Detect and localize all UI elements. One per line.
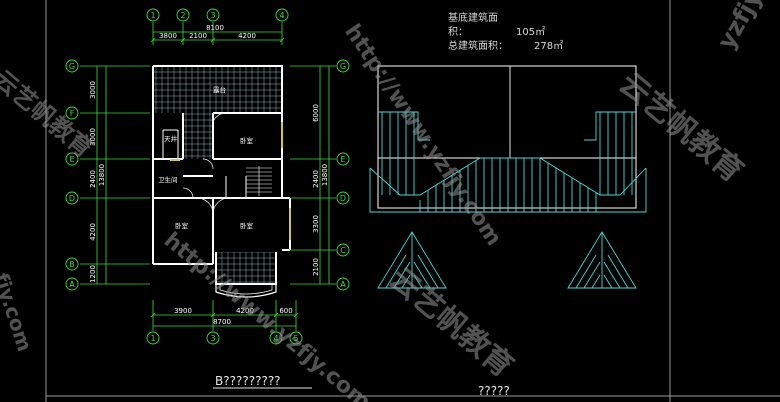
drawing-frame — [45, 0, 780, 402]
roof-ridge — [369, 157, 647, 196]
terrace-tiles-lower — [183, 113, 213, 159]
axis-bubble-left-E: E — [69, 155, 74, 164]
axis-bubble-right-G: G — [340, 62, 346, 71]
room-label-bedroom-sw: 卧室 — [175, 221, 189, 230]
axis-bubble-top-4: 4 — [279, 11, 284, 20]
stair — [246, 166, 272, 196]
room-label-terrace: 露台 — [213, 85, 226, 94]
axis-bubble-left-A: A — [69, 280, 75, 289]
axis-bubble-bottom-4: 4 — [273, 334, 278, 343]
door-swings — [182, 112, 230, 214]
plan-caption: B????????? — [215, 374, 281, 388]
top-dim-2: 2100 — [189, 32, 207, 40]
axis-bubble-right-D: D — [340, 194, 346, 203]
left-dim-4: 4200 — [89, 223, 97, 241]
area-info: 基底建筑面积： 105㎡ 总建筑面积： 278㎡ — [448, 12, 563, 54]
floor-plan: 8100 3800 2100 4200 1 2 3 4 — [65, 8, 350, 345]
right-dim-2: 2400 — [312, 170, 320, 188]
bottom-axis-bubbles — [146, 331, 303, 345]
left-dim-3: 2400 — [89, 170, 97, 188]
axis-bubble-left-F: F — [70, 109, 75, 118]
right-axis-bubbles — [336, 59, 350, 291]
roof-plan — [369, 65, 647, 289]
axis-bubble-right-C: C — [340, 246, 346, 255]
right-dim-1: 6000 — [312, 104, 320, 122]
left-dim-2: 3000 — [89, 128, 97, 146]
left-overall-dim: 13800 — [98, 164, 106, 186]
roof-hatch-right — [584, 111, 636, 195]
bottom-dim-3: 600 — [279, 307, 292, 315]
roof-lower-right — [567, 231, 637, 289]
partitions — [162, 129, 247, 198]
bay-window-inner — [219, 284, 273, 295]
bottom-dimensions — [150, 300, 299, 331]
balcony-tiles — [216, 252, 276, 284]
axis-bubble-top-2: 2 — [180, 11, 185, 20]
total-area-label: 总建筑面积： — [448, 41, 508, 52]
top-dimensions — [150, 22, 285, 45]
room-label-bath: 卫生间 — [158, 175, 178, 184]
room-label-patio: 天井 — [164, 134, 178, 143]
axis-bubble-bottom-3: 3 — [210, 334, 215, 343]
axis-bubble-right-E: E — [340, 155, 345, 164]
top-overall-dim: 8100 — [206, 24, 224, 32]
axis-bubble-top-1: 1 — [150, 11, 155, 20]
terrace-tiles — [153, 66, 282, 113]
left-dim-5: 1200 — [89, 265, 97, 283]
right-dim-4: 2100 — [312, 258, 320, 276]
axis-bubble-bottom-1: 1 — [150, 334, 155, 343]
roof-caption: ????? — [478, 384, 510, 398]
left-dim-1: 3000 — [89, 81, 97, 99]
axis-bubble-left-D: D — [69, 194, 75, 203]
axis-bubble-bottom-5: 5 — [293, 334, 298, 343]
axis-bubble-left-G: G — [69, 62, 75, 71]
bay-window — [215, 284, 277, 298]
top-dim-3: 4200 — [238, 32, 256, 40]
windows — [170, 122, 291, 240]
base-area-value: 105㎡ — [516, 27, 546, 38]
base-area-label: 基底建筑面积： — [448, 13, 498, 38]
roof-hatch-left — [378, 111, 597, 212]
axis-bubble-left-B: B — [69, 260, 75, 269]
right-overall-dim: 13800 — [321, 164, 329, 186]
bottom-dim-2: 4200 — [236, 307, 254, 315]
room-label-bedroom-ne: 卧室 — [240, 136, 254, 145]
roof-lower-left — [377, 231, 447, 289]
left-dimensions — [80, 65, 150, 285]
room-label-bedroom-se: 卧室 — [240, 221, 254, 230]
left-axis-bubbles — [65, 59, 79, 291]
right-dim-3: 3300 — [312, 215, 320, 233]
axis-bubble-top-3: 3 — [210, 11, 215, 20]
total-area-value: 278㎡ — [534, 41, 564, 52]
walls — [152, 65, 291, 285]
bottom-dim-1: 3900 — [174, 307, 192, 315]
top-axis-bubbles — [146, 8, 289, 22]
bottom-overall-dim: 8700 — [213, 318, 231, 326]
axis-bubble-right-A: A — [340, 280, 346, 289]
right-dimensions — [290, 65, 336, 285]
roof-outline — [377, 65, 637, 209]
top-dim-1: 3800 — [159, 32, 177, 40]
